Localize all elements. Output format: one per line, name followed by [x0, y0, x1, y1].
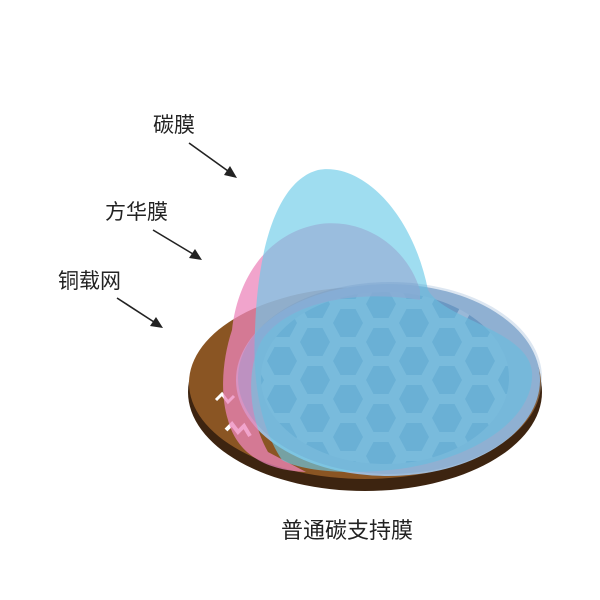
label-copper-grid: 铜载网 — [58, 269, 121, 293]
grid-tint-overlay — [238, 282, 542, 474]
arrow-icon — [188, 142, 237, 178]
diagram-caption: 普通碳支持膜 — [281, 519, 414, 544]
arrow-icon — [116, 297, 163, 328]
label-formvar-film: 方华膜 — [105, 200, 168, 224]
carbon-film — [254, 169, 533, 472]
label-carbon-film: 碳膜 — [153, 113, 195, 137]
arrow-icon — [152, 229, 202, 260]
